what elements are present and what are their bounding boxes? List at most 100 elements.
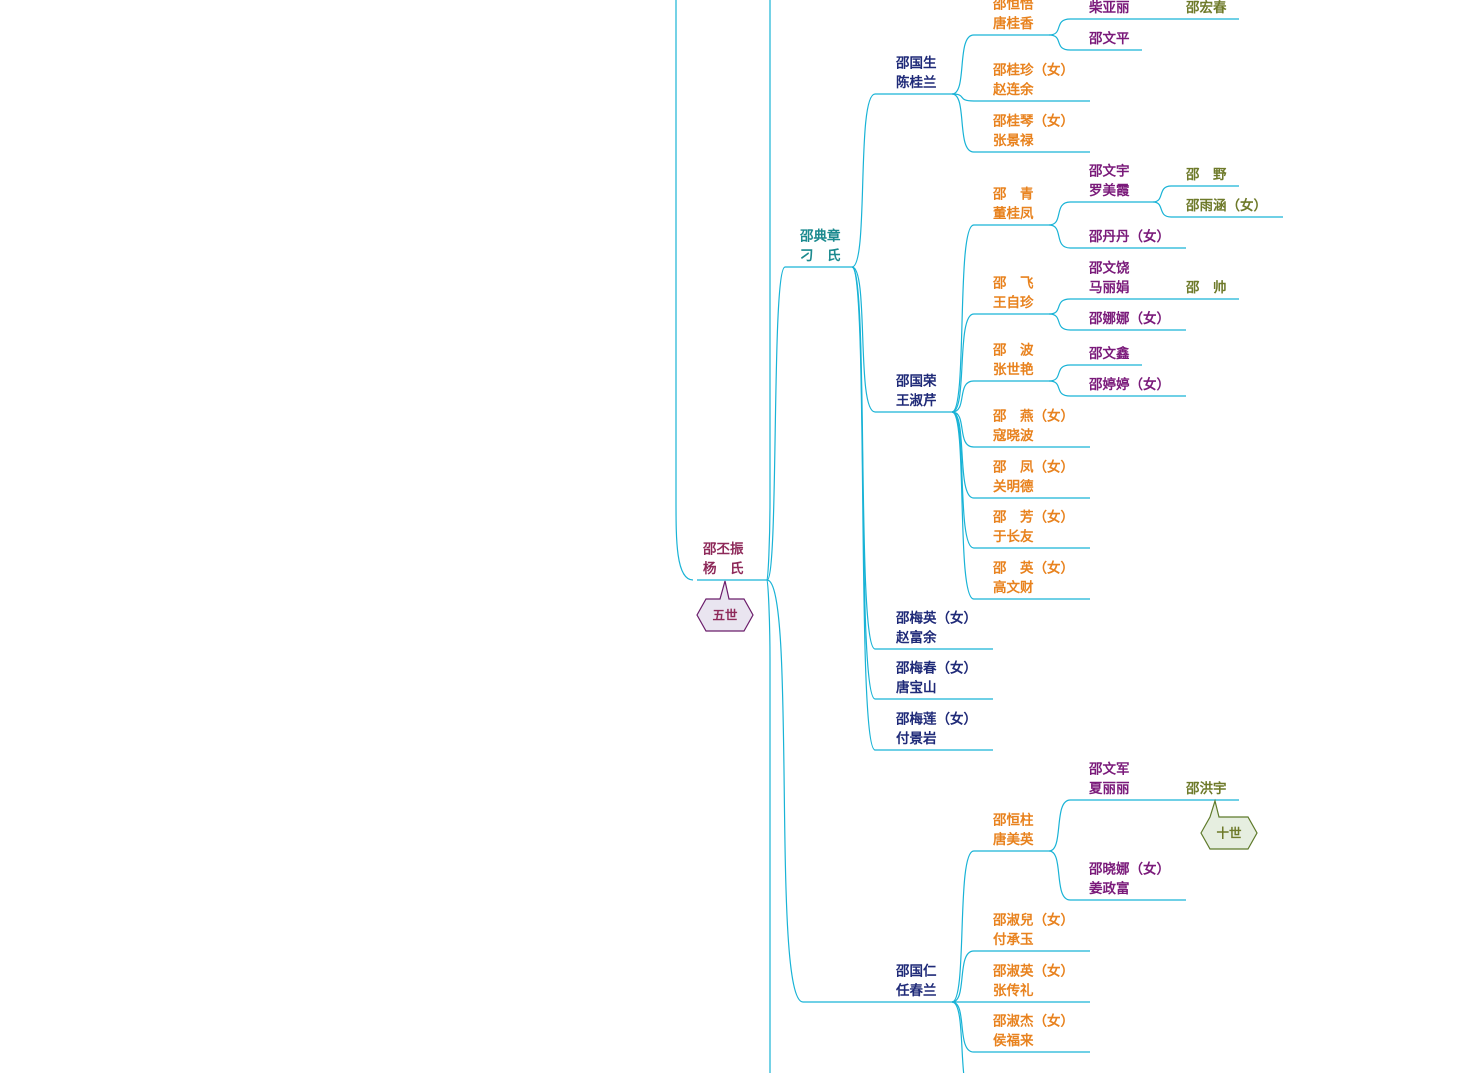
tree-node-gen8[interactable]: 邵桂琴（女） 张景禄 xyxy=(992,113,1074,150)
tree-node-gen8[interactable]: 邵淑英（女） 张传礼 xyxy=(992,963,1074,1000)
spouse-name: 赵富余 xyxy=(895,629,937,646)
person-name: 邵 英（女） xyxy=(992,560,1074,577)
connector-line xyxy=(951,1001,965,1073)
tree-node-gen9[interactable]: 邵晓娜（女） 姜政富 xyxy=(1088,861,1170,898)
person-name: 邵梅莲（女） xyxy=(895,711,977,728)
person-name: 邵 燕（女） xyxy=(992,408,1074,425)
connector-line xyxy=(951,1001,987,1053)
tree-node-gen10[interactable]: 邵 野 xyxy=(1185,167,1227,183)
tree-node-gen9[interactable]: 柴亚丽 xyxy=(1088,0,1130,16)
spouse-name: 唐美英 xyxy=(993,831,1034,848)
person-name: 邵桂琴（女） xyxy=(992,113,1074,130)
person-name: 邵梅英（女） xyxy=(895,610,977,627)
tree-node-gen10[interactable]: 邵宏春 xyxy=(1185,0,1227,16)
connector-line xyxy=(1048,380,1083,397)
spouse-name: 罗美霞 xyxy=(1089,182,1130,199)
person-name: 邵淑英（女） xyxy=(992,963,1074,980)
spouse-name: 赵连余 xyxy=(992,81,1034,98)
tree-node-gen7[interactable]: 邵梅英（女） 赵富余 xyxy=(895,610,977,647)
person-name: 邵 野 xyxy=(1185,167,1227,183)
person-name: 邵恒柱 xyxy=(992,812,1034,829)
connector-line xyxy=(951,34,987,95)
spouse-name: 张传礼 xyxy=(993,982,1034,999)
spouse-name: 夏丽丽 xyxy=(1088,781,1130,797)
spouse-name: 董桂凤 xyxy=(993,205,1034,222)
tree-node-gen8[interactable]: 邵淑兒（女）付承玉 xyxy=(992,912,1074,949)
tree-node-gen8[interactable]: 邵 凤（女）关明德 xyxy=(992,459,1074,496)
spouse-name: 侯福来 xyxy=(993,1032,1034,1049)
connector-line xyxy=(851,93,890,268)
connector-line xyxy=(851,266,890,700)
tree-node-gen10[interactable]: 邵洪宇 xyxy=(1185,780,1227,797)
connector-line xyxy=(951,950,987,1003)
connector-line xyxy=(951,380,987,413)
connector-line xyxy=(851,266,890,413)
connector-line xyxy=(1048,18,1083,36)
tree-node-gen7[interactable]: 邵梅莲（女）付景岩 xyxy=(895,711,977,748)
person-name: 邵洪宇 xyxy=(1185,780,1227,797)
connector-line xyxy=(851,266,890,751)
spouse-name: 陈桂兰 xyxy=(896,74,937,91)
tree-node-gen10[interactable]: 邵雨涵（女） xyxy=(1185,197,1267,214)
person-name: 邵 飞 xyxy=(992,276,1034,292)
generation-badge-10-label: 十世 xyxy=(1216,826,1242,841)
spouse-name: 任春兰 xyxy=(895,982,937,999)
connector-line xyxy=(951,850,987,1003)
tree-node-gen9[interactable]: 邵娜娜（女） xyxy=(1088,310,1170,327)
spouse-name: 姜政富 xyxy=(1089,880,1130,897)
connector-line xyxy=(951,93,987,102)
spouse-name: 唐宝山 xyxy=(896,679,937,696)
spouse-name: 王淑芹 xyxy=(896,392,937,409)
spouse-name: 寇晓波 xyxy=(993,427,1034,444)
spouse-name: 马丽娟 xyxy=(1089,279,1130,296)
connector-line xyxy=(766,579,771,1073)
connector-line xyxy=(766,266,794,581)
tree-connectors xyxy=(675,0,1283,1073)
connector-line xyxy=(766,0,771,581)
tree-node-gen8[interactable]: 邵 芳（女）于长友 xyxy=(992,509,1074,546)
tree-node-gen10[interactable]: 邵 帅 xyxy=(1185,279,1227,296)
connector-line xyxy=(766,579,890,1003)
person-name: 邵淑杰（女） xyxy=(992,1013,1074,1030)
person-name: 邵 凤（女） xyxy=(992,459,1074,476)
tree-node-gen8[interactable]: 邵 燕（女） 寇晓波 xyxy=(992,408,1074,445)
tree-node-gen8[interactable]: 邵淑杰（女） 侯福来 xyxy=(992,1013,1074,1050)
person-name: 邵典章 xyxy=(799,228,841,245)
person-name: 邵梅春（女） xyxy=(895,660,977,677)
tree-node-gen9[interactable]: 邵婷婷（女） xyxy=(1088,376,1170,393)
person-name: 邵婷婷（女） xyxy=(1088,376,1170,393)
person-name: 邵国仁 xyxy=(895,963,937,980)
connector-line xyxy=(951,93,987,153)
tree-node-gen7[interactable]: 邵梅春（女） 唐宝山 xyxy=(895,660,977,697)
connector-line xyxy=(1048,201,1083,226)
connector-line xyxy=(851,266,890,650)
tree-node-gen8[interactable]: 邵 英（女）高文财 xyxy=(992,560,1074,597)
tree-node-gen9[interactable]: 邵文鑫 xyxy=(1088,345,1130,362)
spouse-name: 付承玉 xyxy=(993,931,1034,948)
connector-line xyxy=(1152,201,1180,218)
spouse-name: 王自珍 xyxy=(993,294,1034,311)
person-name: 邵晓娜（女） xyxy=(1088,861,1170,878)
tree-node-gen9[interactable]: 邵文平 xyxy=(1088,30,1130,47)
connector-line xyxy=(1048,298,1083,315)
spouse-name: 张景禄 xyxy=(993,132,1034,149)
tree-node-gen8[interactable]: 邵桂珍（女）赵连余 xyxy=(992,62,1074,99)
connector-line xyxy=(951,411,987,549)
connector-line xyxy=(1152,185,1180,203)
tree-node-gen9[interactable]: 邵丹丹（女） xyxy=(1088,228,1170,245)
connector-line xyxy=(951,313,987,413)
